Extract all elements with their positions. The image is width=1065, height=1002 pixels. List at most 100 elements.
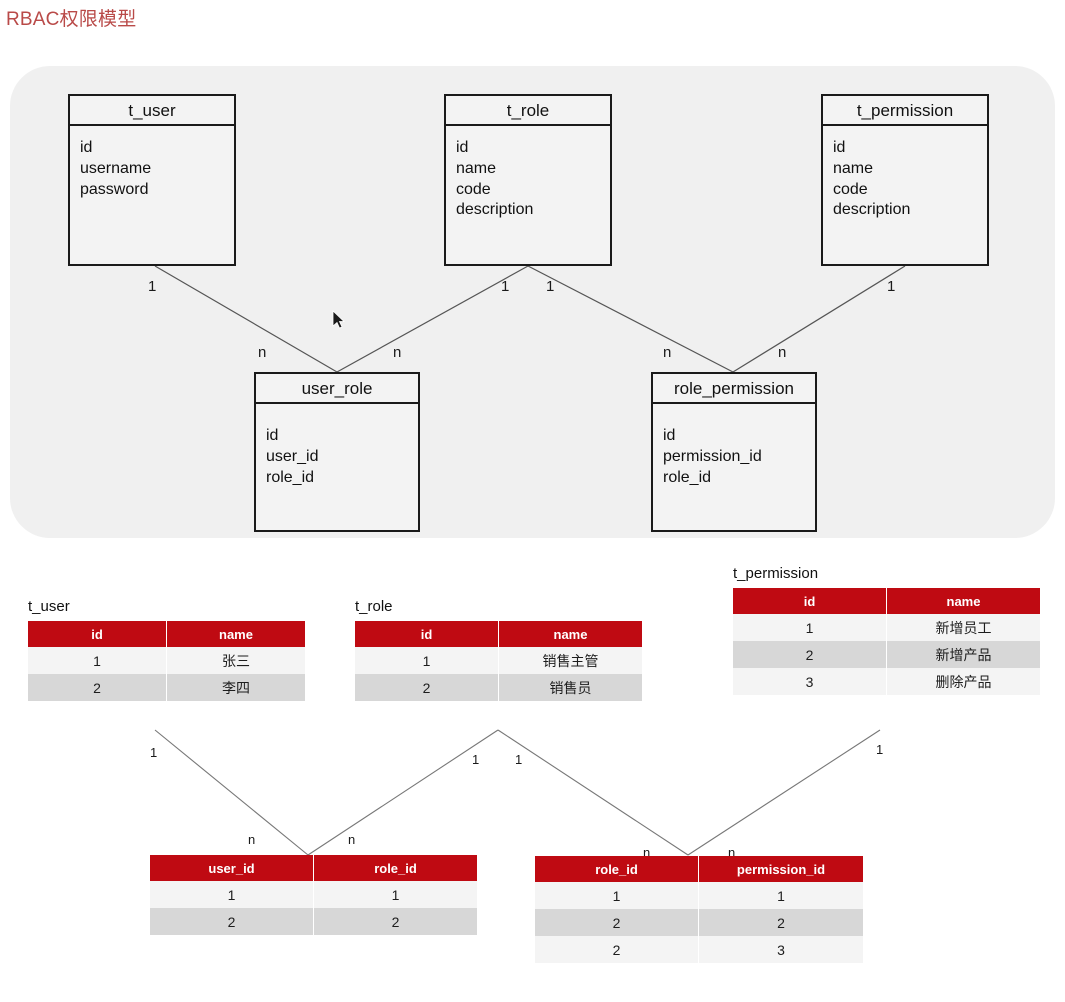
data-table-t-permission: t_permission id name 1 新增员工 2 新增产品 3 删除产… xyxy=(733,565,1040,695)
bottom-cardinality-userrole-left-n: n xyxy=(248,832,256,847)
column-header-permission-id[interactable]: permission_id xyxy=(698,856,863,882)
cell-name: 新增产品 xyxy=(886,641,1040,668)
data-table-caption-t-user: t_user xyxy=(28,598,70,615)
entity-t-permission[interactable]: t_permission id name code description xyxy=(821,94,989,266)
bottom-cardinality-rolepermission-right-n: n xyxy=(728,845,736,860)
cell-name: 新增员工 xyxy=(886,614,1040,641)
table-row[interactable]: 1 1 xyxy=(535,882,863,909)
column-header-name[interactable]: name xyxy=(886,588,1040,614)
field-id: id xyxy=(833,139,846,156)
cell-name: 张三 xyxy=(166,647,305,674)
cell-role-id: 1 xyxy=(313,881,477,908)
cell-name: 李四 xyxy=(166,674,305,701)
cardinality-rolepermission-right-n: n xyxy=(778,344,787,361)
cardinality-userrole-left-n: n xyxy=(258,344,267,361)
column-header-id[interactable]: id xyxy=(355,621,499,647)
table-t-permission[interactable]: id name 1 新增员工 2 新增产品 3 删除产品 xyxy=(733,588,1040,695)
cell-id: 2 xyxy=(355,674,499,701)
entity-fields-t-user: id username password xyxy=(70,126,234,200)
field-id: id xyxy=(456,139,469,156)
cell-name: 删除产品 xyxy=(886,668,1040,695)
field-name: name xyxy=(456,159,497,177)
bottom-cardinality-role-right-one: 1 xyxy=(515,752,523,767)
data-table-caption-t-permission: t_permission xyxy=(733,565,819,582)
entity-title-t-role: t_role xyxy=(446,96,610,126)
table-row[interactable]: 2 2 xyxy=(150,908,477,935)
cell-id: 2 xyxy=(28,674,167,701)
data-table-t-user: t_user id name 1 张三 2 李四 xyxy=(28,598,305,701)
bottom-cardinality-rolepermission-left-n: n xyxy=(643,845,651,860)
field-role-id: role_id xyxy=(663,468,712,486)
bottom-cardinality-role-left-one: 1 xyxy=(472,752,480,767)
cell-permission-id: 3 xyxy=(698,936,863,963)
field-description: description xyxy=(833,201,911,219)
table-header-row: id name xyxy=(28,621,305,647)
table-row[interactable]: 1 销售主管 xyxy=(355,647,642,674)
table-header-row: id name xyxy=(733,588,1040,614)
cardinality-userrole-right-n: n xyxy=(393,344,402,361)
table-row[interactable]: 1 1 xyxy=(150,881,477,908)
data-table-role-permission: role_id permission_id 1 1 2 2 2 3 xyxy=(535,856,863,963)
page-title: RBAC权限模型 xyxy=(6,9,137,30)
field-code: code xyxy=(456,180,491,198)
entity-title-user-role: user_role xyxy=(256,374,418,404)
cell-user-id: 2 xyxy=(150,908,314,935)
column-header-name[interactable]: name xyxy=(166,621,305,647)
field-id: id xyxy=(80,139,93,156)
table-header-row: id name xyxy=(355,621,642,647)
column-header-id[interactable]: id xyxy=(28,621,167,647)
column-header-role-id[interactable]: role_id xyxy=(313,855,477,881)
data-table-user-role: user_id role_id 1 1 2 2 xyxy=(150,855,477,935)
table-role-permission[interactable]: role_id permission_id 1 1 2 2 2 3 xyxy=(535,856,863,963)
table-row[interactable]: 1 张三 xyxy=(28,647,305,674)
field-name: name xyxy=(833,159,874,177)
cell-id: 1 xyxy=(28,647,167,674)
cardinality-rolepermission-left-n: n xyxy=(663,344,672,361)
entity-role-permission[interactable]: role_permission id permission_id role_id xyxy=(651,372,817,532)
column-header-name[interactable]: name xyxy=(498,621,642,647)
column-header-role-id[interactable]: role_id xyxy=(535,856,699,882)
table-row[interactable]: 2 2 xyxy=(535,909,863,936)
table-t-user[interactable]: id name 1 张三 2 李四 xyxy=(28,621,305,701)
table-row[interactable]: 2 李四 xyxy=(28,674,305,701)
cell-role-id: 2 xyxy=(535,936,699,963)
cell-permission-id: 2 xyxy=(698,909,863,936)
cardinality-role-right-one: 1 xyxy=(546,278,555,295)
cell-id: 1 xyxy=(733,614,887,641)
field-description: description xyxy=(456,201,534,219)
table-row[interactable]: 2 销售员 xyxy=(355,674,642,701)
table-row[interactable]: 1 新增员工 xyxy=(733,614,1040,641)
table-t-role[interactable]: id name 1 销售主管 2 销售员 xyxy=(355,621,642,701)
cardinality-role-left-one: 1 xyxy=(501,278,510,295)
cell-role-id: 2 xyxy=(313,908,477,935)
entity-t-role[interactable]: t_role id name code description xyxy=(444,94,612,266)
table-header-row: role_id permission_id xyxy=(535,856,863,882)
table-user-role[interactable]: user_id role_id 1 1 2 2 xyxy=(150,855,477,935)
entity-title-role-permission: role_permission xyxy=(653,374,815,404)
data-table-t-role: t_role id name 1 销售主管 2 销售员 xyxy=(355,598,642,701)
entity-user-role[interactable]: user_role id user_id role_id xyxy=(254,372,420,532)
field-id: id xyxy=(663,427,676,444)
cell-role-id: 1 xyxy=(535,882,699,909)
cell-id: 1 xyxy=(355,647,499,674)
bottom-cardinality-permission-one: 1 xyxy=(876,742,884,757)
table-header-row: user_id role_id xyxy=(150,855,477,881)
bottom-cardinality-user-one: 1 xyxy=(150,745,158,760)
cell-id: 3 xyxy=(733,668,887,695)
cell-role-id: 2 xyxy=(535,909,699,936)
cardinality-permission-one: 1 xyxy=(887,278,896,295)
cell-name: 销售主管 xyxy=(498,647,642,674)
table-row[interactable]: 3 删除产品 xyxy=(733,668,1040,695)
entity-t-user[interactable]: t_user id username password xyxy=(68,94,236,266)
field-permission-id: permission_id xyxy=(663,447,762,465)
column-header-id[interactable]: id xyxy=(733,588,887,614)
table-row[interactable]: 2 新增产品 xyxy=(733,641,1040,668)
entity-fields-role-permission: id permission_id role_id xyxy=(653,404,815,488)
table-row[interactable]: 2 3 xyxy=(535,936,863,963)
cell-name: 销售员 xyxy=(498,674,642,701)
field-username: username xyxy=(80,159,152,177)
field-id: id xyxy=(266,427,279,444)
cell-id: 2 xyxy=(733,641,887,668)
field-code: code xyxy=(833,180,868,198)
column-header-user-id[interactable]: user_id xyxy=(150,855,314,881)
